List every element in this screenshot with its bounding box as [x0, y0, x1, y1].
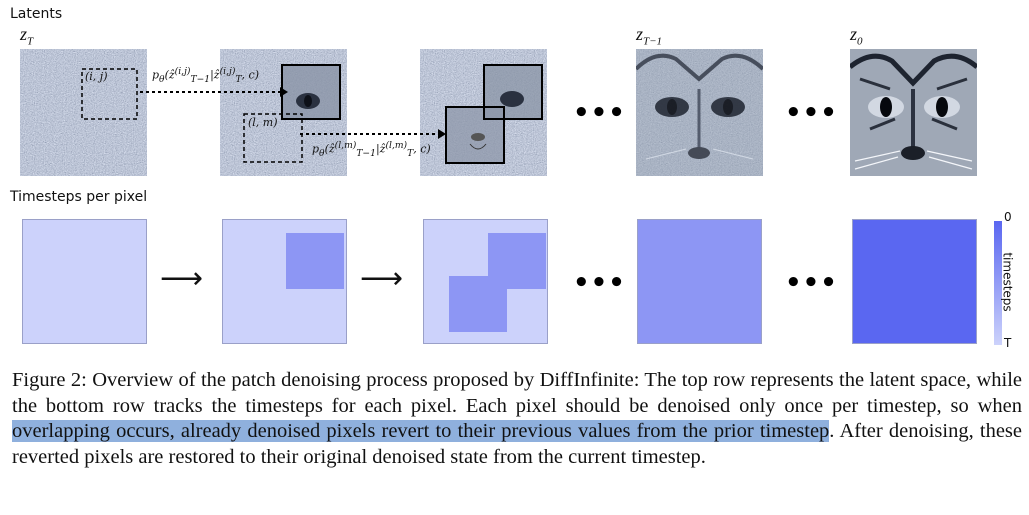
latents-label: Latents [10, 6, 63, 22]
latent-ellipsis-2: ••• [785, 98, 838, 128]
latent-ellipsis-1: ••• [573, 98, 626, 128]
timesteps-map-1 [222, 219, 347, 344]
figure-caption: Figure 2: Overview of the patch denoisin… [12, 368, 1022, 470]
dotted-arrow-1 [140, 87, 288, 97]
timesteps-ellipsis-2: ••• [785, 268, 838, 298]
timesteps-label: Timesteps per pixel [10, 189, 148, 205]
cat-face-noisy [636, 53, 763, 160]
colorbar-bottom-tick: T [1004, 336, 1012, 350]
latent-step-2-image [420, 49, 547, 176]
patch-lm-box [243, 113, 303, 163]
timesteps-map-T-minus-1 [637, 219, 762, 344]
latent-z-T-minus-1-image [636, 49, 763, 176]
latent-noise-image [20, 49, 147, 176]
latent-step-1-image [220, 49, 347, 176]
z-0-label: z0 [850, 24, 863, 48]
cat-face-clean [850, 53, 977, 170]
colorbar-top-tick: 0 [1004, 210, 1012, 224]
timesteps-map-0-final [852, 219, 977, 344]
cat-patch-1 [282, 65, 340, 119]
caption-suffix: . After denoising, these reverted pixels… [12, 420, 1022, 468]
timesteps-ellipsis-1: ••• [573, 268, 626, 298]
caption-prefix: Figure 2: Overview of the patch denoisin… [12, 369, 1022, 417]
cat-patch-2 [446, 65, 542, 163]
latent-z-0-image [850, 49, 977, 176]
timesteps-colorbar [994, 221, 1002, 345]
timesteps-map-2 [423, 219, 548, 344]
formula-patch-ij: pθ(ẑ(i,j)T−1|ẑ(i,j)T, c) [152, 66, 259, 85]
dotted-arrow-2 [300, 129, 446, 139]
formula-patch-lm: pθ(ẑ(l,m)T−1|ẑ(l,m)T, c) [312, 140, 431, 159]
patch-ij-label: (i, j) [85, 70, 108, 83]
patch-ij-box [81, 68, 138, 120]
colorbar-label: timesteps [1000, 252, 1015, 312]
timesteps-arrow-2: ⟶ [360, 261, 404, 296]
caption-highlight: overlapping occurs, already denoised pix… [12, 420, 830, 442]
patch-lm-label: (l, m) [248, 116, 278, 129]
z-T-minus-1-label: zT−1 [636, 24, 663, 48]
timesteps-map-0 [22, 219, 147, 344]
timesteps-patch-lm [449, 276, 507, 332]
timesteps-arrow-1: ⟶ [160, 261, 204, 296]
timesteps-patch-ij [286, 233, 344, 289]
z-T-label: zT [20, 24, 34, 48]
